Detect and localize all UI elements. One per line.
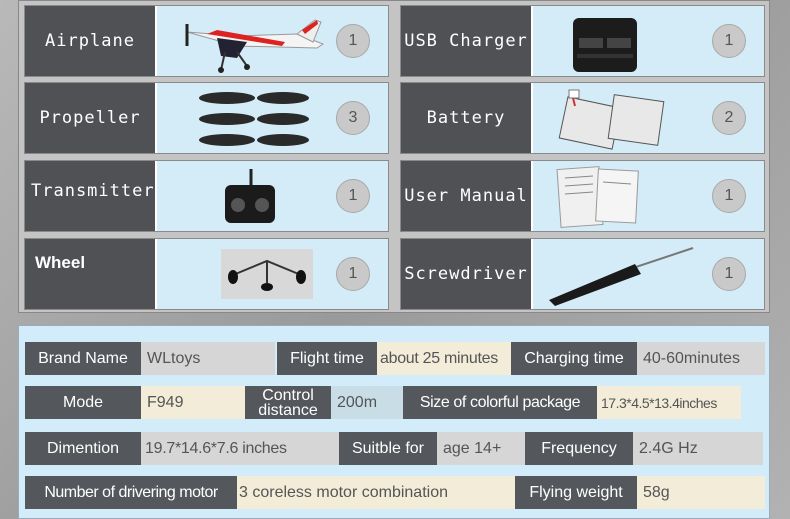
spec-value-dimention: 19.7*14.6*7.6 inches [141, 432, 339, 465]
part-qty-screwdriver: 1 [712, 257, 746, 291]
part-qty-propeller: 3 [336, 101, 370, 135]
spec-row: Dimention 19.7*14.6*7.6 inches Suitble f… [25, 432, 763, 465]
spec-key-control-distance: Control distance [245, 386, 331, 419]
part-image-propeller: 3 [155, 83, 388, 153]
part-label-usb-charger: USB Charger [401, 6, 531, 76]
part-airplane: Airplane 1 [24, 5, 389, 77]
spec-value-frequency: 2.4G Hz [633, 432, 763, 465]
part-battery: Battery 2 [400, 82, 765, 154]
propeller-icon [199, 92, 309, 146]
part-image-wheel: 1 [155, 239, 388, 309]
spec-key-motor-count: Number of drivering motor [25, 476, 237, 509]
part-qty-user-manual: 1 [712, 179, 746, 213]
spec-value-charging-time: 40-60minutes [637, 342, 765, 375]
part-qty-airplane: 1 [336, 24, 370, 58]
transmitter-icon [225, 169, 275, 223]
wheel-icon [221, 249, 313, 299]
part-propeller: Propeller 3 [24, 82, 389, 154]
spec-row: Number of drivering motor 3 coreless mot… [25, 476, 765, 509]
spec-key-brand-name: Brand Name [25, 342, 141, 375]
part-label-battery: Battery [401, 83, 531, 153]
parts-list-panel: Airplane 1 USB Charger [18, 0, 770, 313]
part-label-airplane: Airplane [25, 6, 155, 76]
part-image-usb-charger: 1 [531, 6, 764, 76]
spec-row: Brand Name WLtoys Flight time about 25 m… [25, 342, 765, 375]
spec-key-suitble-for: Suitble for [339, 432, 437, 465]
spec-key-charging-time: Charging time [511, 342, 637, 375]
part-qty-wheel: 1 [336, 257, 370, 291]
spec-value-brand-name: WLtoys [141, 342, 275, 375]
part-label-propeller: Propeller [25, 83, 155, 153]
part-label-screwdriver: Screwdriver [401, 239, 531, 309]
user-manual-icon [556, 166, 639, 228]
part-label-user-manual: User Manual [401, 161, 531, 231]
battery-icon [558, 89, 665, 150]
part-image-user-manual: 1 [531, 161, 764, 231]
part-transmitter: Transmitter 1 [24, 160, 389, 232]
spec-key-flying-weight: Flying weight [515, 476, 637, 509]
part-usb-charger: USB Charger 1 [400, 5, 765, 77]
spec-key-control-line2: distance [258, 401, 318, 419]
part-qty-usb-charger: 1 [712, 24, 746, 58]
spec-value-flight-time: about 25 minutes [377, 342, 511, 375]
spec-value-mode: F949 [141, 386, 245, 419]
spec-key-control-line1: Control [262, 386, 314, 404]
spec-key-flight-time: Flight time [277, 342, 377, 375]
spec-key-mode: Mode [25, 386, 141, 419]
spec-value-suitble-for: age 14+ [437, 432, 525, 465]
part-image-airplane: 1 [155, 6, 388, 76]
screwdriver-icon [549, 247, 694, 306]
spec-value-control-distance: 200m [331, 386, 403, 419]
part-screwdriver: Screwdriver 1 [400, 238, 765, 310]
usb-charger-icon [573, 18, 637, 72]
part-qty-battery: 2 [712, 101, 746, 135]
specifications-panel: Brand Name WLtoys Flight time about 25 m… [18, 325, 770, 519]
spec-row: Mode F949 Control distance 200m Size of … [25, 386, 741, 419]
spec-value-package-size: 17.3*4.5*13.4inches [597, 386, 741, 419]
part-label-transmitter: Transmitter [25, 161, 155, 231]
part-image-screwdriver: 1 [531, 239, 764, 309]
part-label-wheel: Wheel [25, 239, 155, 309]
airplane-icon [185, 19, 325, 73]
part-wheel: Wheel 1 [24, 238, 389, 310]
spec-key-frequency: Frequency [525, 432, 633, 465]
part-user-manual: User Manual 1 [400, 160, 765, 232]
spec-key-package-size: Size of colorful package [403, 386, 597, 419]
spec-value-flying-weight: 58g [637, 476, 765, 509]
spec-key-dimention: Dimention [25, 432, 141, 465]
part-qty-transmitter: 1 [336, 179, 370, 213]
part-image-transmitter: 1 [155, 161, 388, 231]
part-image-battery: 2 [531, 83, 764, 153]
spec-value-motor-count: 3 coreless motor combination [237, 476, 515, 509]
